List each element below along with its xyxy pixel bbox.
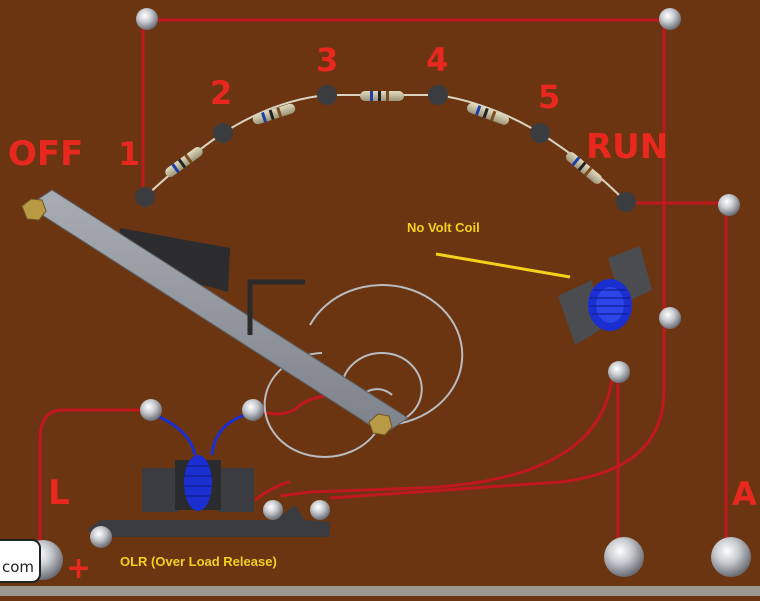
label-olr: OLR (Over Load Release) [120, 554, 277, 569]
stud-5 [530, 123, 550, 143]
terminal-screw-icon [659, 8, 681, 30]
handle-pivot-nut [21, 198, 47, 221]
terminal-screw-icon [242, 399, 264, 421]
terminal-screw-icon [263, 500, 283, 520]
stud-1 [135, 187, 155, 207]
watermark-box [0, 539, 41, 583]
terminal-screw-icon [718, 194, 740, 216]
board-bottom-edge [0, 586, 760, 596]
arm-stop-bracket [247, 279, 305, 335]
label-step-5: 5 [538, 78, 560, 116]
terminal-screw-icon [90, 526, 112, 548]
label-step-1: 1 [118, 135, 140, 173]
terminal-a-screw [711, 537, 751, 577]
label-step-3: 3 [316, 41, 338, 79]
no-volt-coil-icon [588, 279, 632, 331]
olr-trip-bar [88, 505, 330, 537]
terminal-screw-icon [608, 361, 630, 383]
starter-handle-arm[interactable] [21, 189, 409, 436]
terminal-screw-icon [140, 399, 162, 421]
labels: OFF 1 2 3 4 5 RUN L + A No Volt Coil OLR… [8, 41, 757, 586]
label-terminal-l: L [48, 473, 70, 513]
resistor-bank [135, 85, 636, 212]
olr-coil-icon [184, 455, 212, 511]
red-wiring [38, 18, 728, 552]
resistor-5-icon [565, 152, 603, 184]
watermark-fragment: com [2, 558, 34, 576]
label-no-volt-coil: No Volt Coil [407, 220, 480, 235]
no-volt-coil [435, 246, 652, 345]
label-plus: + [66, 551, 91, 586]
terminal-screw-icon [310, 500, 330, 520]
olr-assembly [88, 413, 330, 537]
stud-3 [317, 85, 337, 105]
stud-4 [428, 85, 448, 105]
resistor-4-icon [467, 103, 509, 125]
stud-2 [213, 123, 233, 143]
resistor-1-icon [165, 147, 203, 177]
label-step-2: 2 [210, 74, 232, 112]
label-off: OFF [8, 134, 83, 174]
terminal-screw-icon [136, 8, 158, 30]
terminal-screw-icon [659, 307, 681, 329]
terminal-field-screw [604, 537, 644, 577]
label-step-4: 4 [426, 41, 448, 79]
handle-end-nut [368, 413, 393, 436]
label-terminal-a: A [732, 475, 757, 513]
stud-run [616, 192, 636, 212]
label-run: RUN [586, 127, 668, 167]
no-volt-coil-pointer [435, 252, 571, 279]
resistor-3-icon [360, 91, 404, 101]
resistor-2-icon [252, 103, 296, 125]
